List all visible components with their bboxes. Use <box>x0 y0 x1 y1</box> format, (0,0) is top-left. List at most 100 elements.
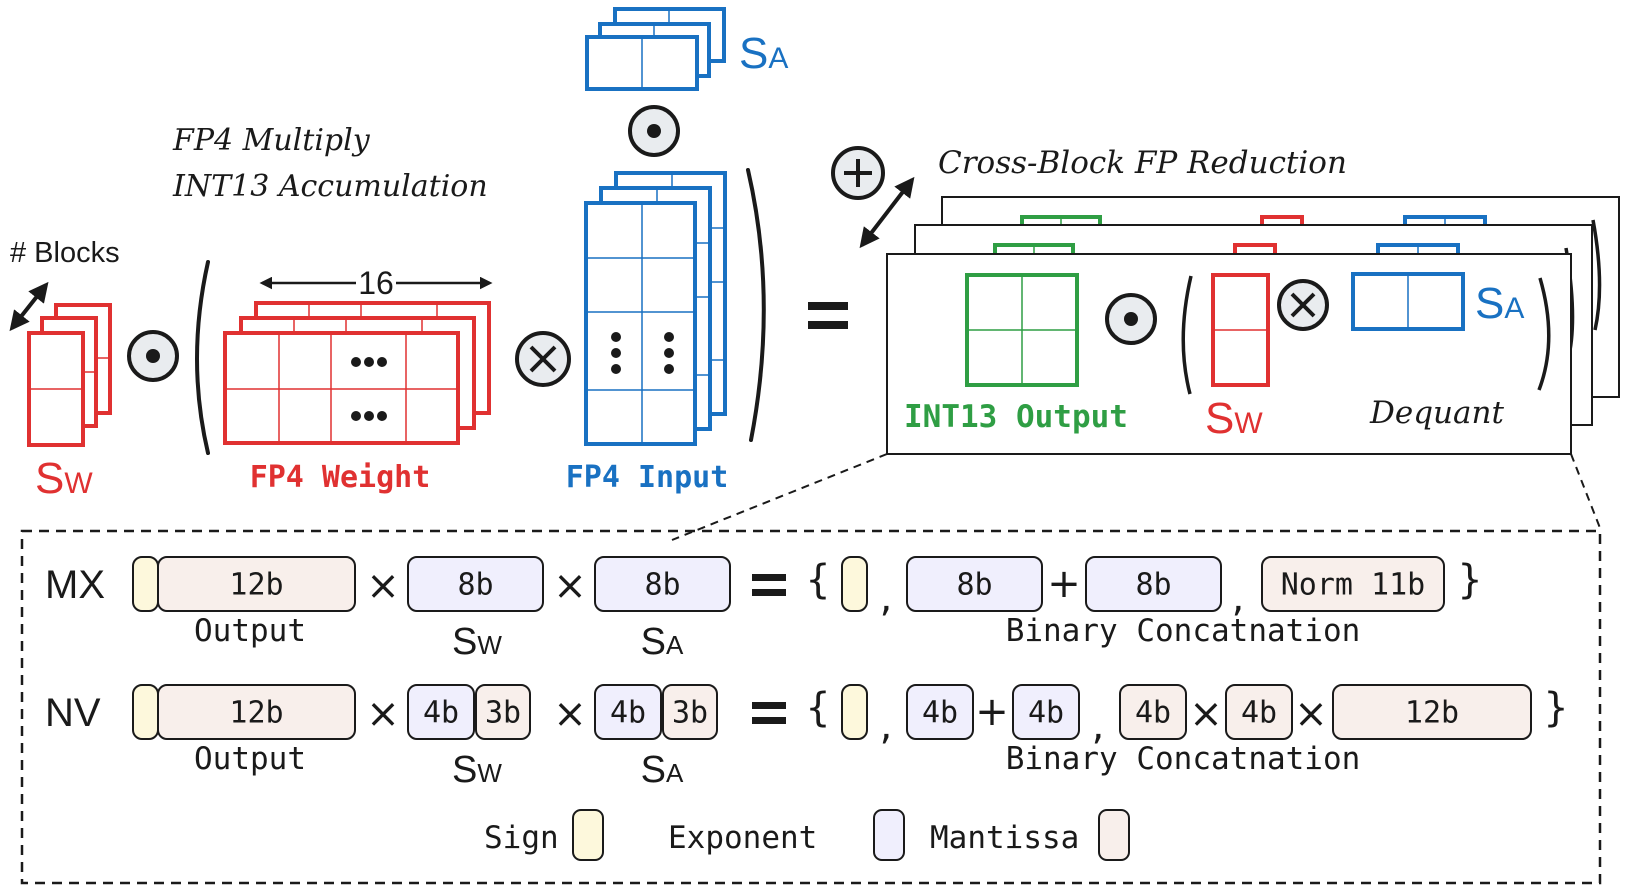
output-panel-front: SA INT13 Output SW Dequant <box>886 253 1572 455</box>
legend-swatch <box>1098 809 1130 861</box>
close-brace: } <box>1543 685 1568 731</box>
callout-line-right <box>1570 453 1601 529</box>
legend-swatch <box>873 809 905 861</box>
legend-label: Exponent <box>668 820 817 856</box>
output-mantissa-text: 12b <box>229 696 283 731</box>
legend-item-mantissa: Mantissa <box>930 809 1130 861</box>
sw-exponent: 8b <box>407 556 544 612</box>
result-mantissa: 12b <box>1332 684 1532 740</box>
close-brace: } <box>1457 557 1482 603</box>
sa-exponent-text: 8b <box>644 568 680 603</box>
weight-ellipsis-icon <box>351 357 387 421</box>
comma: , <box>880 703 893 749</box>
comma: , <box>1232 575 1245 621</box>
exponent-field <box>1012 684 1080 740</box>
detail-box <box>20 529 1602 885</box>
input-block-front <box>584 201 697 446</box>
times-sign: × <box>553 563 587 609</box>
sa-exponent: 4b <box>594 684 662 740</box>
legend-label: Mantissa <box>930 820 1079 856</box>
note-line-1: FP4 Multiply <box>172 123 371 158</box>
result-exponent: 4b <box>1012 684 1080 740</box>
sw-stack <box>27 303 112 447</box>
output-label: Output <box>194 741 306 777</box>
weight-block-front <box>223 331 460 445</box>
legend-item-exponent: Exponent <box>668 809 905 861</box>
reduction-label: Cross-Block FP Reduction <box>938 145 1347 181</box>
fp4-input-stack <box>584 171 727 446</box>
sw-mantissa: 3b <box>475 684 531 740</box>
exponent-field <box>906 556 1043 612</box>
exponent-field <box>594 556 731 612</box>
sw-exponent: 4b <box>407 684 475 740</box>
reduction-arrow-icon <box>859 176 915 249</box>
exponent-field <box>1085 556 1222 612</box>
times-sign: × <box>366 563 400 609</box>
note-line-2: INT13 Accumulation <box>172 169 488 204</box>
result-exponent-text: 8b <box>956 568 992 603</box>
sa-exponent-text: 4b <box>610 696 646 731</box>
result-mantissa-text: 4b <box>1135 696 1171 731</box>
comma: , <box>880 575 893 621</box>
mantissa-field <box>1119 684 1187 740</box>
format-name: MX <box>45 563 105 607</box>
fp4-weight-label: FP4 Weight <box>250 460 431 495</box>
sa-exponent: 8b <box>594 556 731 612</box>
result-exponent-text: 4b <box>922 696 958 731</box>
int13-output-label: INT13 Output <box>904 399 1128 435</box>
mantissa-field <box>157 556 356 612</box>
dequant-label: Dequant <box>1369 395 1504 431</box>
sw-mantissa-text: 3b <box>485 696 521 731</box>
sign-field <box>132 556 159 612</box>
output-sign-bit <box>132 684 159 740</box>
output-mantissa: 12b <box>157 556 356 612</box>
matmul-operator-icon <box>515 331 571 387</box>
sign-field <box>841 556 868 612</box>
times-sign: × <box>553 691 587 737</box>
sa-mantissa: 3b <box>662 684 718 740</box>
input-ellipsis-icon <box>611 332 674 374</box>
sw-label: SW <box>452 749 502 791</box>
width-indicator: 16 <box>259 265 493 301</box>
blocks-label: # Blocks <box>10 237 120 269</box>
open-brace: { <box>805 685 830 731</box>
legend-label: Sign <box>484 820 559 856</box>
exponent-field <box>407 684 475 740</box>
result-mantissa: 4b <box>1119 684 1187 740</box>
output-sign-bit <box>132 556 159 612</box>
exponent-field <box>906 684 974 740</box>
blocks-indicator: # Blocks <box>9 237 120 332</box>
mantissa-field <box>157 684 356 740</box>
result-mantissa: 4b <box>1225 684 1293 740</box>
mantissa-field <box>1225 684 1293 740</box>
panel-matmul-operator-icon <box>1277 279 1329 331</box>
panel-sw-label: SW <box>1205 394 1263 443</box>
elementwise-operator-icon <box>127 330 179 382</box>
sw-label: SW <box>452 621 502 663</box>
sum-operator-icon <box>831 146 885 200</box>
legend: Sign Exponent Mantissa <box>484 809 1130 861</box>
panel-open-paren <box>1181 275 1193 395</box>
mantissa-field <box>475 684 531 740</box>
sw-exponent-text: 4b <box>423 696 459 731</box>
result-exponent: 8b <box>906 556 1043 612</box>
fp4-input-label: FP4 Input <box>566 460 729 495</box>
sw-label: SW <box>35 454 93 503</box>
format-name: NV <box>45 691 101 735</box>
width-label: 16 <box>358 265 394 301</box>
result-exponent: 4b <box>906 684 974 740</box>
open-paren <box>195 260 210 455</box>
times-sign: × <box>1189 691 1223 737</box>
sa-mantissa-text: 3b <box>672 696 708 731</box>
times-sign: × <box>366 691 400 737</box>
sign-field <box>132 684 159 740</box>
result-sign-bit <box>841 556 868 612</box>
result-sign-bit <box>841 684 868 740</box>
fp4-weight-stack <box>223 301 491 445</box>
comma: , <box>1092 703 1105 749</box>
exponent-field <box>594 684 662 740</box>
result-mantissa: Norm 11b <box>1261 556 1445 612</box>
sign-field <box>841 684 868 740</box>
